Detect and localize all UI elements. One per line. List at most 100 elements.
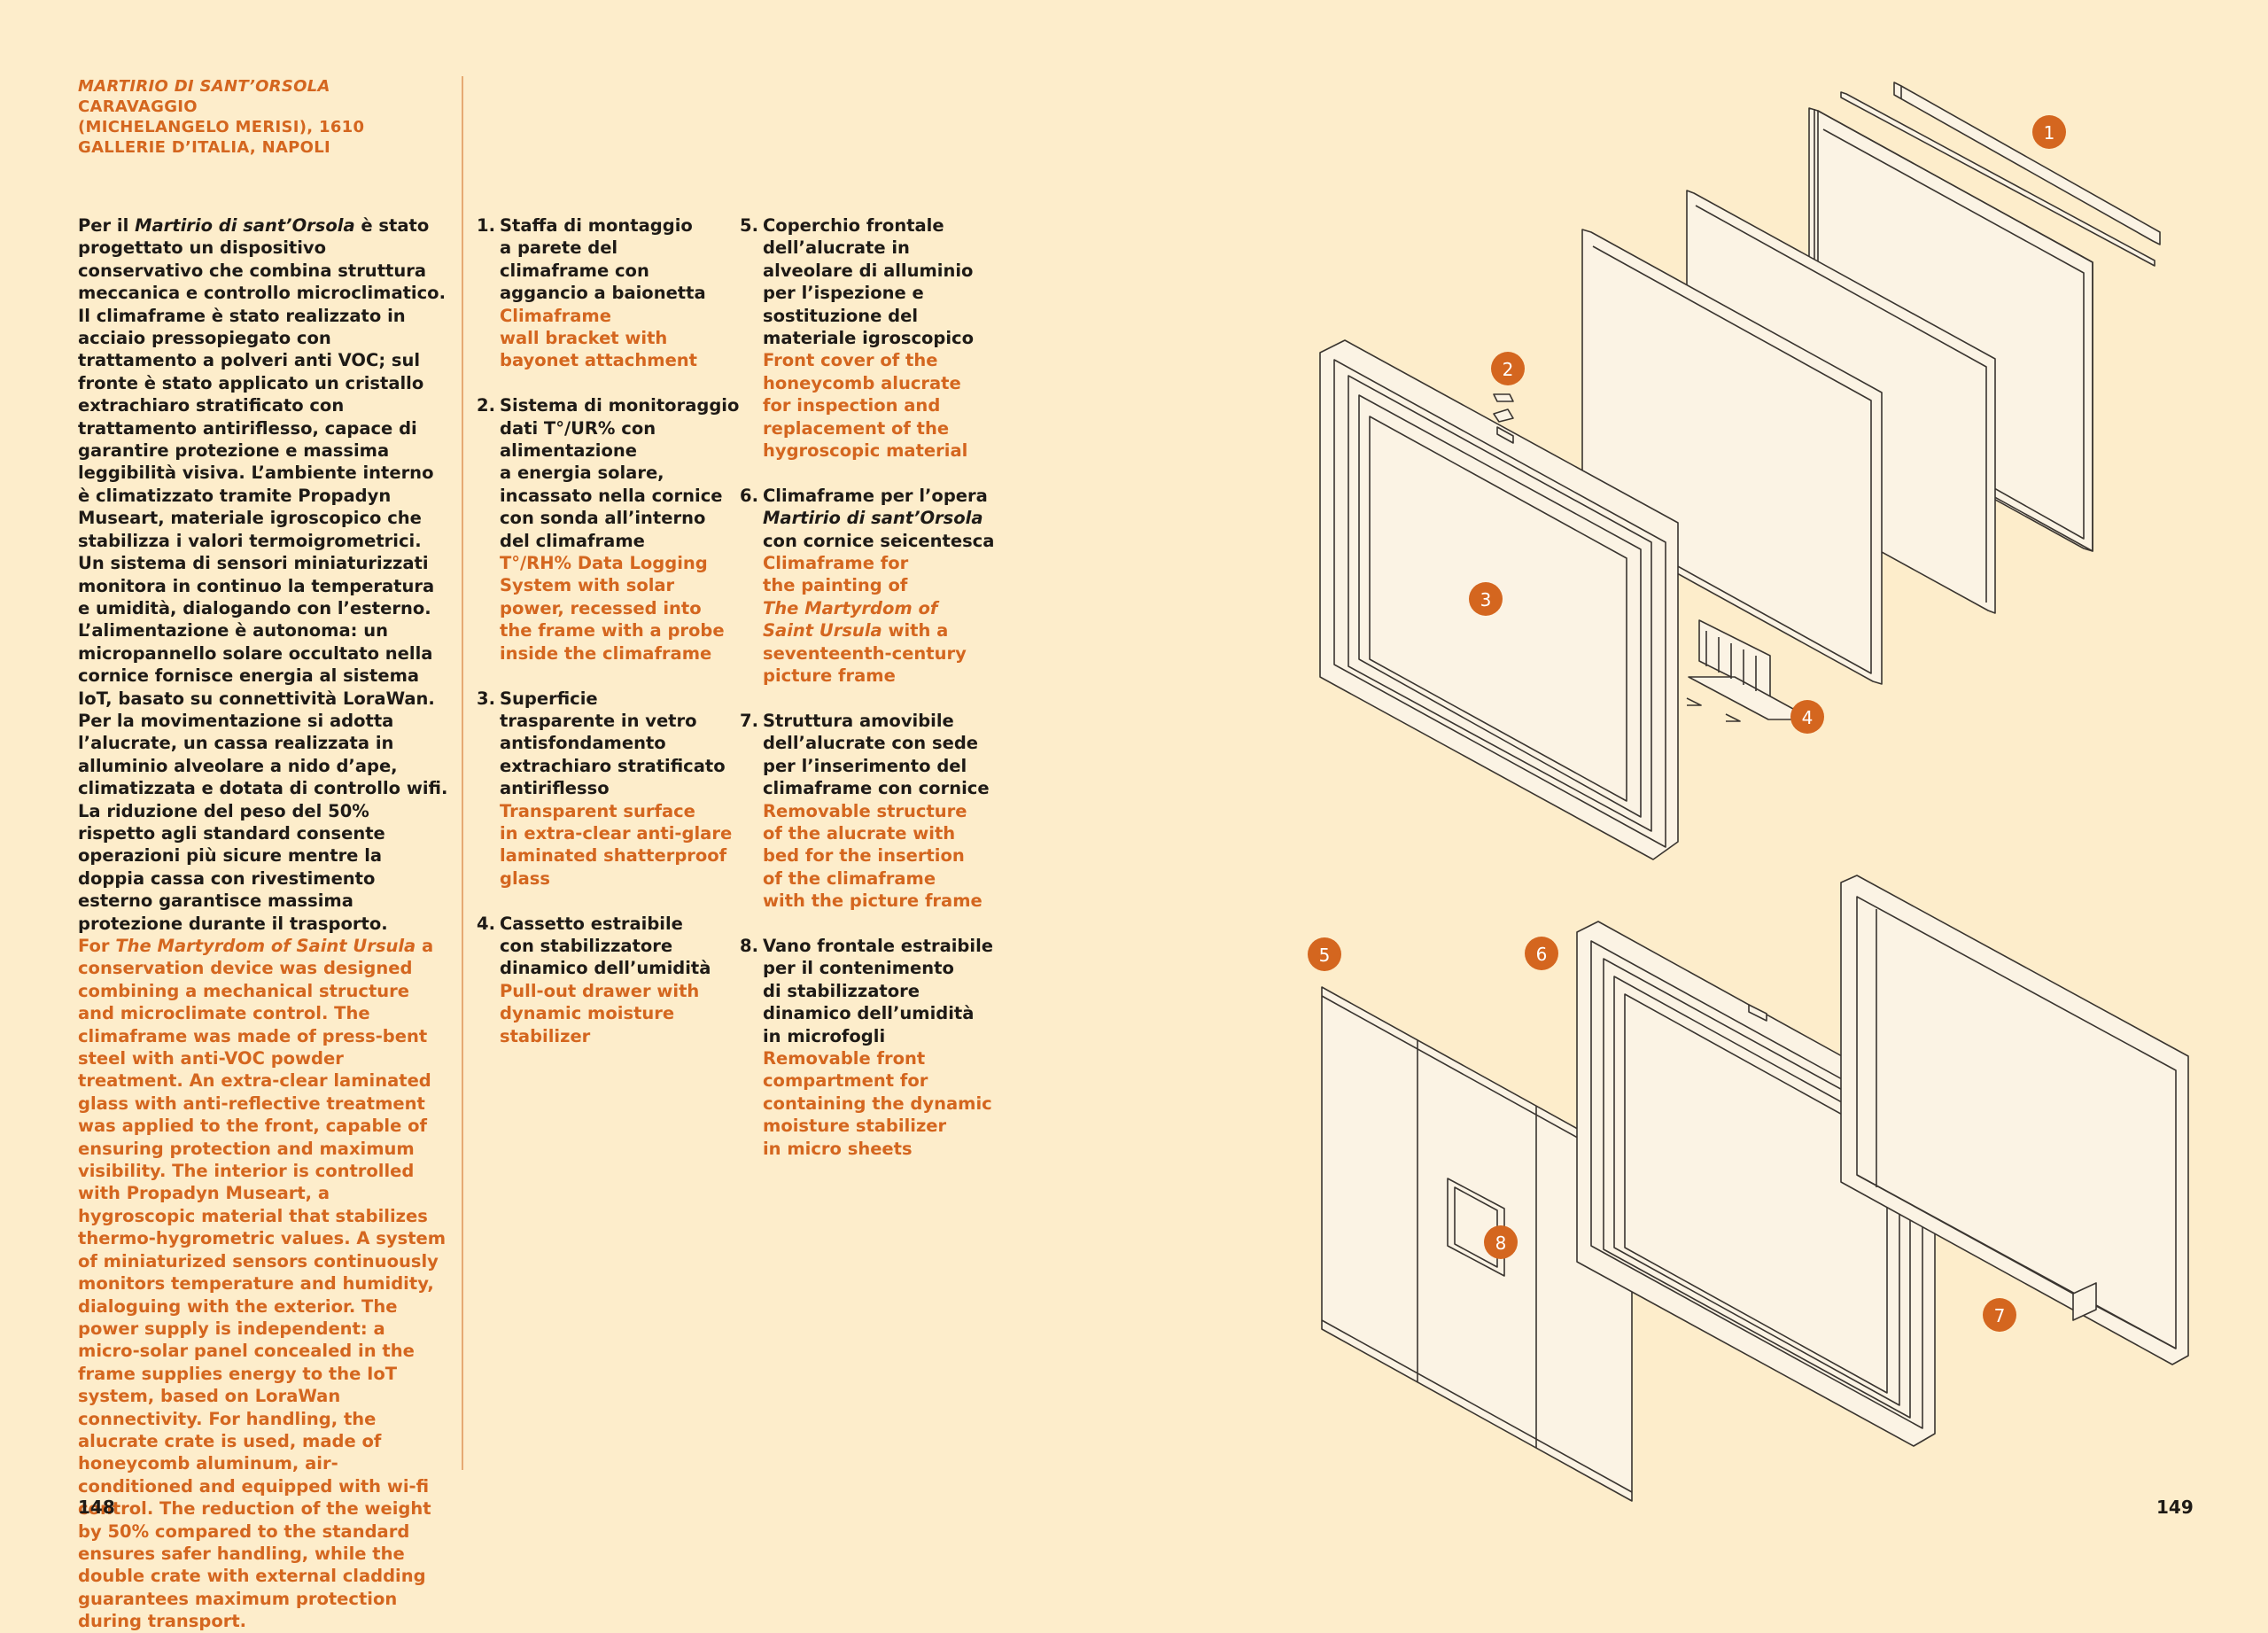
legend-item-number: 6.: [740, 485, 758, 506]
svg-text:2: 2: [1503, 359, 1514, 380]
legend-italian-line: dati T°/UR% con: [500, 417, 656, 439]
marker-5: 5: [1308, 937, 1341, 971]
legend-italian-line: di stabilizzatore: [763, 980, 920, 1001]
intro-italian: Per il Martirio di sant’Orsola è stato p…: [78, 215, 448, 934]
marker-1: 1: [2032, 115, 2066, 149]
svg-text:3: 3: [1480, 589, 1492, 610]
legend-english-line: Saint Ursula with a: [763, 620, 949, 642]
legend-english-line: Climaframe: [500, 305, 611, 326]
legend-italian-line: per il contenimento: [763, 958, 954, 979]
marker-6: 6: [1525, 937, 1558, 970]
marker-8: 8: [1484, 1225, 1518, 1259]
legend-english-line: of the alucrate with: [763, 822, 956, 844]
legend-english-line: Transparent surface: [500, 800, 695, 821]
legend-english-line: picture frame: [763, 665, 896, 687]
legend-english-line: laminated shatterproof: [500, 845, 727, 867]
legend-italian-line: Superficie: [500, 688, 598, 709]
legend-italian-line: materiale igroscopico: [763, 328, 974, 349]
legend-english-line: inside the climaframe: [500, 642, 712, 664]
alucrate-structure-illustration: [1840, 875, 2189, 1365]
legend-english-line: containing the dynamic: [763, 1093, 992, 1114]
intro-text: Per il Martirio di sant’Orsola è stato p…: [78, 214, 448, 1633]
legend-english-line: the frame with a probe: [500, 620, 725, 642]
svg-text:4: 4: [1802, 707, 1814, 728]
legend-item-number: 7.: [740, 710, 758, 731]
legend-english-line: bed for the insertion: [763, 845, 965, 867]
legend-english-line: glass: [500, 867, 551, 889]
legend-english-line: in extra-clear anti-glare: [500, 822, 733, 844]
legend-italian-line: antisfondamento: [500, 733, 666, 754]
legend-english-line: with the picture frame: [763, 890, 983, 912]
legend-english-line: honeycomb alucrate: [763, 372, 961, 393]
legend-item-number: 8.: [740, 935, 758, 956]
svg-text:5: 5: [1319, 945, 1331, 966]
svg-text:7: 7: [1994, 1305, 2006, 1326]
legend-item-number: 5.: [740, 215, 758, 236]
legend-italian-line: climaframe con: [500, 260, 649, 281]
legend-english-line: in micro sheets: [763, 1138, 913, 1159]
legend-english-line: moisture stabilizer: [763, 1116, 947, 1137]
legend-italian-line: con cornice seicentesca: [763, 530, 995, 551]
legend-english-line: Front cover of the: [763, 350, 938, 371]
legend-italian-line: incassato nella cornice: [500, 485, 723, 506]
legend-english-line: power, recessed into: [500, 597, 702, 618]
svg-text:1: 1: [2044, 122, 2055, 144]
wall-bracket-illustration: [1840, 82, 2161, 267]
legend-italian-line: dell’alucrate con sede: [763, 733, 978, 754]
legend-item-number: 4.: [477, 913, 495, 934]
artwork-location: GALLERIE D’ITALIA, NAPOLI: [78, 138, 331, 157]
legend-english-line: the painting of: [763, 575, 908, 596]
legend-italian-line: Martirio di sant’Orsola: [763, 508, 983, 529]
legend-english-line: bayonet attachment: [500, 350, 697, 371]
legend-italian-line: Cassetto estraibile: [500, 913, 683, 934]
legend-italian-line: climaframe con cornice: [763, 778, 990, 799]
legend-english-line: replacement of the: [763, 417, 950, 439]
legend-italian-line: a energia solare,: [500, 463, 664, 484]
marker-7: 7: [1983, 1298, 2016, 1332]
legend-english-line: System with solar: [500, 575, 675, 596]
legend-english-line: hygroscopic material: [763, 440, 968, 462]
legend-english-line: of the climaframe: [763, 867, 936, 889]
page-number-right: 149: [2156, 1497, 2194, 1518]
legend-item-number: 3.: [477, 688, 495, 709]
legend-italian-line: sostituzione del: [763, 305, 919, 326]
legend-italian-line: Climaframe per l’opera: [763, 485, 988, 506]
legend-italian-line: dell’alucrate in: [763, 237, 910, 259]
legend-italian-line: con stabilizzatore: [500, 935, 673, 956]
legend-italian-line: dinamico dell’umidità: [763, 1003, 975, 1024]
page-number-left: 148: [78, 1497, 115, 1518]
legend-english-line: wall bracket with: [500, 328, 668, 349]
legend-italian-line: Sistema di monitoraggio: [500, 395, 740, 416]
legend-english-line: seventeenth-century: [763, 642, 967, 664]
legend-english-line: Removable structure: [763, 800, 967, 821]
legend-italian-line: per l’ispezione e: [763, 283, 924, 304]
exploded-drawing: 1 2 3 4 5 6 7 8: [1308, 82, 2189, 1502]
legend-italian-line: dinamico dell’umidità: [500, 958, 711, 979]
artwork-title: MARTIRIO DI SANT’ORSOLA: [78, 77, 330, 96]
intro-english: For The Martyrdom of Saint Ursula a cons…: [78, 936, 447, 1632]
legend-italian-line: Vano frontale estraibile: [763, 935, 993, 956]
artwork-artist-full: (MICHELANGELO MERISI), 1610: [78, 118, 365, 136]
marker-3: 3: [1469, 582, 1503, 616]
legend-english-line: Pull-out drawer with: [500, 980, 700, 1001]
climaframe-illustration: [1576, 921, 1936, 1447]
artwork-artist: CARAVAGGIO: [78, 97, 198, 116]
legend-italian-line: trasparente in vetro: [500, 710, 697, 731]
artwork-heading: MARTIRIO DI SANT’ORSOLA CARAVAGGIO (MICH…: [78, 76, 364, 158]
legend-italian-line: extrachiaro stratificato: [500, 755, 726, 776]
legend-english-line: T°/RH% Data Logging: [500, 553, 708, 574]
legend-english-line: for inspection and: [763, 395, 941, 416]
legend-italian-line: aggancio a baionetta: [500, 283, 706, 304]
legend-item-number: 2.: [477, 395, 495, 416]
legend-english-line: Climaframe for: [763, 553, 909, 574]
column-divider: [462, 76, 463, 1470]
